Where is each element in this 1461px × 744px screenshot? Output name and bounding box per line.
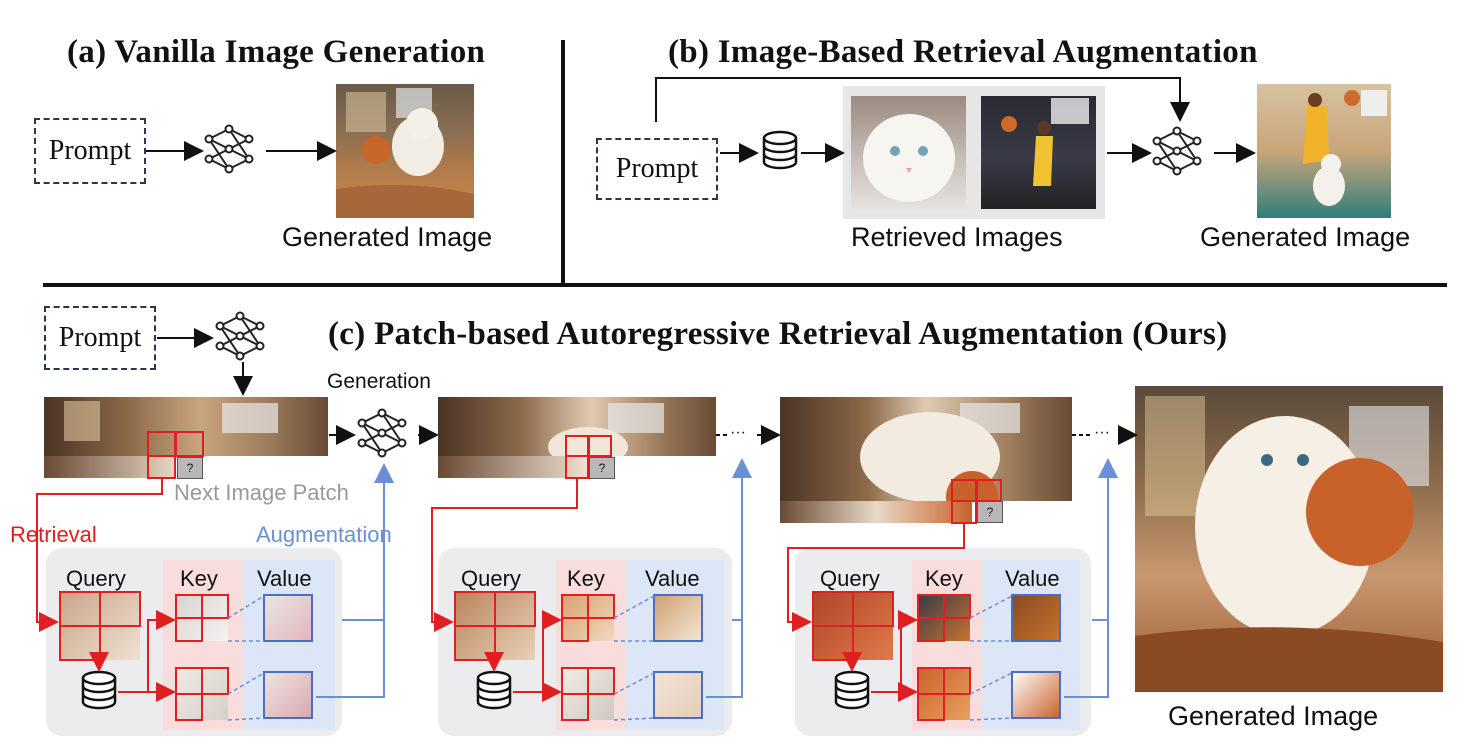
stage2-value-label: Value: [645, 566, 700, 591]
stage1-partial-image: [44, 397, 328, 456]
stage2-row2-image: [438, 456, 590, 478]
stage1-query-label: Query: [66, 566, 126, 591]
panel-c-title: (c) Patch-based Autoregressive Retrieval…: [328, 316, 1228, 352]
augmentation-label: Augmentation: [256, 522, 392, 547]
retrieved-image-cat: [851, 96, 966, 209]
panel-b-caption: Generated Image: [1200, 222, 1411, 252]
divider-horizontal: [43, 283, 1447, 287]
panel-c-prompt: Prompt: [44, 306, 156, 370]
stage3-value-patch-1: [1012, 595, 1060, 641]
panel-b-prompt: Prompt: [596, 138, 718, 200]
retrieved-images-caption: Retrieved Images: [851, 222, 1063, 252]
panel-b-neural-network-icon: [1152, 126, 1202, 176]
panel-a-title: (a) Vanilla Image Generation: [67, 34, 486, 70]
stage1-database-icon: [81, 670, 117, 710]
stage3-row2-image: [780, 501, 972, 523]
stage1-unknown-patch: ?: [177, 457, 203, 479]
stage2-value-patch-1: [654, 595, 702, 641]
stage1-value-patch-1: [264, 595, 312, 641]
panel-b-generated-image: [1257, 84, 1391, 218]
stage1-key-label: Key: [180, 566, 218, 591]
divider-vertical: [561, 40, 565, 284]
final-generated-caption: Generated Image: [1168, 701, 1379, 731]
stage1-value-patch-2: [264, 672, 312, 718]
stage2-query-label: Query: [461, 566, 521, 591]
next-image-patch-label: Next Image Patch: [174, 480, 349, 505]
generation-label: Generation: [327, 370, 431, 393]
panel-a-prompt: Prompt: [34, 118, 146, 184]
panel-a-neural-network-icon: [204, 124, 254, 174]
final-generated-image: [1135, 386, 1443, 692]
stage3-value-patch-2: [1012, 672, 1060, 718]
panel-b-title: (b) Image-Based Retrieval Augmentation: [668, 34, 1258, 70]
stage3-value-label: Value: [1005, 566, 1060, 591]
stage1-value-label: Value: [257, 566, 312, 591]
panel-a-caption: Generated Image: [282, 222, 493, 252]
stage2-key-label: Key: [567, 566, 605, 591]
panel-c-prompt-neural-network-icon: [215, 311, 265, 361]
stage3-query-label: Query: [820, 566, 880, 591]
retrieved-image-basketball: [981, 96, 1096, 209]
stage2-database-icon: [476, 670, 512, 710]
retrieval-label: Retrieval: [10, 522, 97, 547]
stage2-value-patch-2: [654, 672, 702, 718]
stage3-key-label: Key: [925, 566, 963, 591]
stage1-row2-image: [44, 456, 176, 478]
stage3-partial-image: [780, 397, 1072, 501]
ellipsis-2: ···: [1094, 424, 1110, 441]
panel-b-database-icon: [762, 130, 798, 170]
generation-neural-network-icon: [357, 408, 407, 458]
stage3-database-icon: [834, 670, 870, 710]
ellipsis-1: ···: [730, 424, 746, 441]
panel-a-generated-image: [336, 84, 474, 218]
stage2-unknown-patch: ?: [589, 457, 615, 479]
